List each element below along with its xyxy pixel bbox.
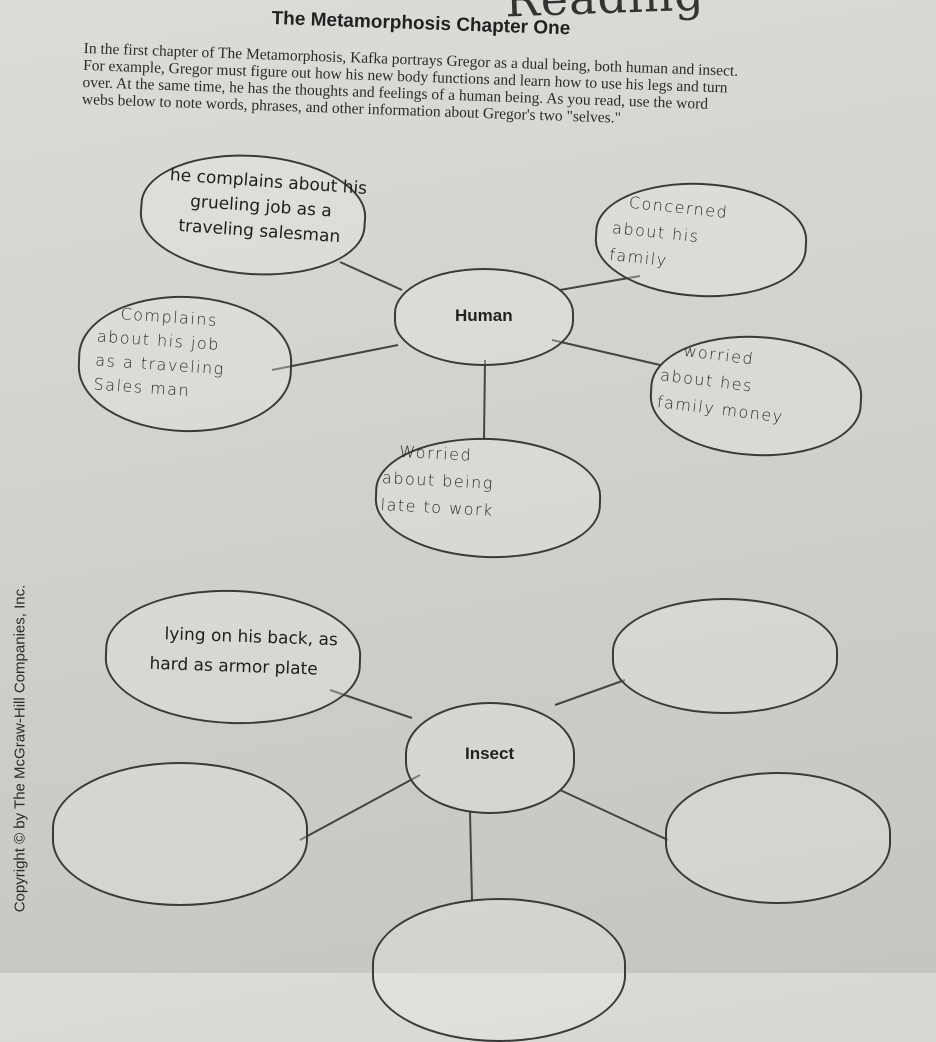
connector-lines	[271, 261, 669, 901]
handwritten-note: Worried about being late to work	[380, 437, 497, 524]
web-bubble[interactable]	[665, 772, 891, 904]
handwritten-note: Concerned about his family	[608, 187, 730, 279]
handwritten-note: worried about hes family money	[656, 335, 792, 431]
web-bubble[interactable]	[612, 598, 838, 714]
copyright-notice: Copyright © by The McGraw-Hill Companies…	[11, 584, 29, 913]
web-bubble[interactable]	[372, 898, 626, 1042]
web-center-bubble[interactable]	[394, 268, 574, 366]
handwritten-note: lying on his back, as hard as armor plat…	[149, 619, 338, 686]
handwritten-note: Complains about his job as a traveling S…	[93, 301, 229, 406]
web-center-label: Human	[455, 306, 513, 325]
handwritten-note: he complains about his grueling job as a…	[166, 163, 368, 252]
web-center-label: Insect	[465, 744, 515, 763]
web-center-bubble[interactable]	[405, 702, 575, 814]
web-bubble[interactable]	[52, 762, 308, 906]
